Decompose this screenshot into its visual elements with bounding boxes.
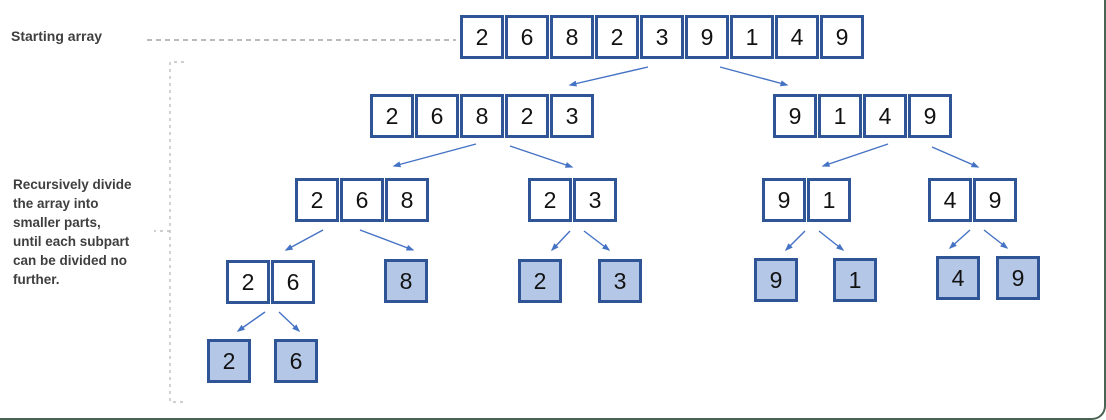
array-node-l3-h: 9 xyxy=(996,256,1040,300)
array-cell: 4 xyxy=(928,178,972,222)
array-cell: 3 xyxy=(550,94,594,138)
array-node-l3-b: 8 xyxy=(384,259,428,303)
array-cell: 2 xyxy=(207,339,251,383)
array-cell: 6 xyxy=(274,339,318,383)
array-node-l3-c: 2 xyxy=(518,259,562,303)
array-cell: 2 xyxy=(295,178,339,222)
array-cell: 1 xyxy=(833,258,877,302)
array-cell: 1 xyxy=(818,94,862,138)
array-node-l3-a: 2 6 xyxy=(226,260,315,304)
array-cell: 2 xyxy=(505,94,549,138)
array-node-l4-a: 2 xyxy=(207,339,251,383)
array-cell: 8 xyxy=(385,178,429,222)
array-cell: 2 xyxy=(518,259,562,303)
array-cell: 2 xyxy=(460,15,504,59)
array-cell: 2 xyxy=(226,260,270,304)
array-cell: 2 xyxy=(528,178,572,222)
array-cell: 8 xyxy=(384,259,428,303)
array-cell: 9 xyxy=(762,178,806,222)
array-node-l3-g: 4 xyxy=(936,256,980,300)
recursion-bracket-line xyxy=(154,61,184,403)
array-cell: 9 xyxy=(908,94,952,138)
array-cell: 2 xyxy=(595,15,639,59)
array-cell: 2 xyxy=(370,94,414,138)
array-node-l2-d: 4 9 xyxy=(928,178,1017,222)
array-cell: 4 xyxy=(863,94,907,138)
array-node-l2-c: 9 1 xyxy=(762,178,851,222)
starting-array-label: Starting array xyxy=(11,28,103,44)
array-cell: 9 xyxy=(973,178,1017,222)
array-node-l3-d: 3 xyxy=(598,259,642,303)
array-cell: 4 xyxy=(936,256,980,300)
array-node-l1-left: 2 6 8 2 3 xyxy=(370,94,594,138)
array-cell: 1 xyxy=(807,178,851,222)
array-cell: 1 xyxy=(730,15,774,59)
array-cell: 6 xyxy=(340,178,384,222)
array-node-l2-b: 2 3 xyxy=(528,178,617,222)
array-cell: 6 xyxy=(505,15,549,59)
array-node-l2-a: 2 6 8 xyxy=(295,178,429,222)
array-cell: 9 xyxy=(685,15,729,59)
array-cell: 4 xyxy=(775,15,819,59)
array-cell: 9 xyxy=(820,15,864,59)
array-cell: 8 xyxy=(460,94,504,138)
array-cell: 3 xyxy=(598,259,642,303)
array-cell: 9 xyxy=(754,258,798,302)
array-node-l3-f: 1 xyxy=(833,258,877,302)
array-cell: 6 xyxy=(415,94,459,138)
array-cell: 3 xyxy=(573,178,617,222)
array-cell: 3 xyxy=(640,15,684,59)
array-node-l1-right: 9 1 4 9 xyxy=(773,94,952,138)
array-node-l3-e: 9 xyxy=(754,258,798,302)
recursive-divide-description: Recursively divide the array into smalle… xyxy=(13,177,132,287)
array-cell: 9 xyxy=(773,94,817,138)
array-cell: 6 xyxy=(271,260,315,304)
array-node-l4-b: 6 xyxy=(274,339,318,383)
array-node-root: 2 6 8 2 3 9 1 4 9 xyxy=(460,15,864,59)
array-cell: 8 xyxy=(550,15,594,59)
array-cell: 9 xyxy=(996,256,1040,300)
